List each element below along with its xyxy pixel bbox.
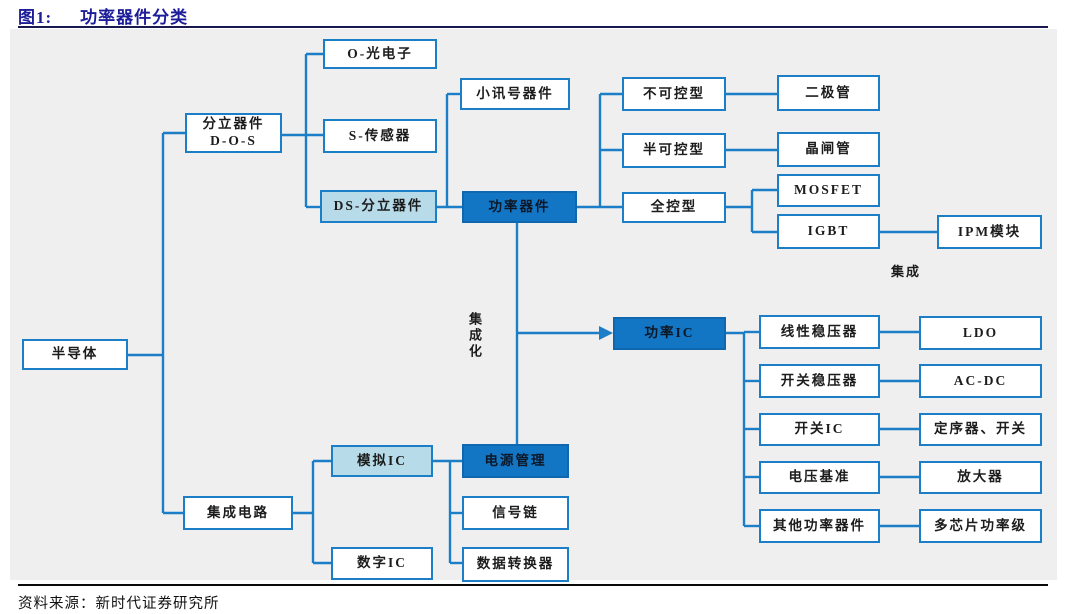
- node-linear-regulator: 线性稳压器: [759, 315, 880, 349]
- node-digital-ic: 数字IC: [331, 547, 433, 580]
- node-uncontrollable: 不可控型: [622, 77, 726, 111]
- node-igbt: IGBT: [777, 214, 880, 249]
- node-ac-dc: AC-DC: [919, 364, 1042, 398]
- title-divider: [18, 26, 1048, 28]
- node-integrated-circuit: 集成电路: [183, 496, 293, 530]
- node-switch-ic: 开关IC: [759, 413, 880, 446]
- node-sensor: S-传感器: [323, 119, 437, 153]
- node-multichip-power-stage: 多芯片功率级: [919, 509, 1042, 543]
- node-signal-chain: 信号链: [462, 496, 569, 530]
- figure-bottom-divider: [18, 584, 1048, 586]
- node-power-ic: 功率IC: [613, 317, 726, 350]
- node-other-power-devices: 其他功率器件: [759, 509, 880, 543]
- node-small-signal: 小讯号器件: [460, 78, 570, 110]
- node-optoelectronics: O-光电子: [323, 39, 437, 69]
- figure-title-text: 功率器件分类: [80, 8, 189, 27]
- node-ipm-module: IPM模块: [937, 215, 1042, 249]
- node-switching-regulator: 开关稳压器: [759, 364, 880, 398]
- figure-number: 图1:: [18, 8, 53, 27]
- node-amplifier: 放大器: [919, 461, 1042, 494]
- node-discrete-devices: 分立器件 D-O-S: [185, 113, 282, 153]
- node-power-device: 功率器件: [462, 191, 577, 223]
- node-fully-controllable: 全控型: [622, 192, 726, 223]
- node-data-converter: 数据转换器: [462, 547, 569, 582]
- node-voltage-reference: 电压基准: [759, 461, 880, 494]
- integration-label: 集成: [891, 264, 922, 279]
- diagram-canvas: [10, 29, 1057, 580]
- figure-title: 图1: 功率器件分类: [18, 3, 188, 28]
- node-semi-controllable: 半可控型: [622, 133, 726, 168]
- node-power-management: 电源管理: [462, 444, 569, 478]
- node-sequencer-switch: 定序器、开关: [919, 413, 1042, 446]
- integration-vertical-label: 集成化: [467, 312, 482, 360]
- node-semiconductor: 半导体: [22, 339, 128, 370]
- node-ds-discrete: DS-分立器件: [320, 190, 437, 223]
- source-note: 资料来源：新时代证券研究所: [18, 596, 220, 612]
- node-thyristor: 晶闸管: [777, 132, 880, 167]
- node-diode: 二极管: [777, 75, 880, 111]
- node-analog-ic: 模拟IC: [331, 445, 433, 477]
- node-mosfet: MOSFET: [777, 174, 880, 207]
- node-ldo: LDO: [919, 316, 1042, 350]
